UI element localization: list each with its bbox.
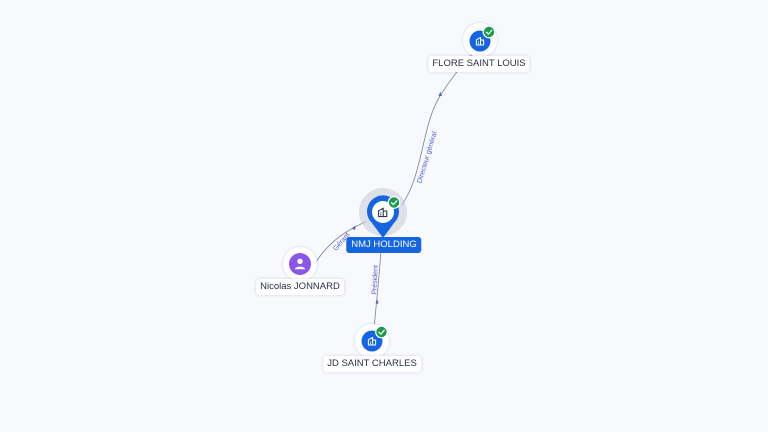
edge-arrow [438,91,442,96]
node-label-nmj-holding[interactable]: NMJ HOLDING [346,237,422,253]
check-badge-icon [375,325,388,339]
node-label-flore-saint-louis[interactable]: FLORE SAINT LOUIS [428,56,530,72]
edge-president[interactable] [373,249,382,331]
check-badge-icon [482,25,496,39]
person-icon [294,258,306,270]
edge-arrow [375,299,379,304]
node-jd-saint-charles[interactable] [355,324,389,358]
node-label-jd-saint-charles[interactable]: JD SAINT CHARLES [323,356,421,372]
edge-label-president: Président [371,265,380,295]
building-icon [378,207,388,218]
node-nicolas-jonnard[interactable] [283,247,317,281]
node-nmj-holding[interactable] [359,188,407,238]
edge-arrow [351,225,356,230]
edge-directeur-general[interactable] [395,43,480,213]
edge-label-directeur-general: Directeur général [416,130,439,184]
check-badge-icon [387,196,401,209]
node-label-nicolas-jonnard[interactable]: Nicolas JONNARD [256,279,344,295]
node-flore-saint-louis[interactable] [463,23,497,57]
